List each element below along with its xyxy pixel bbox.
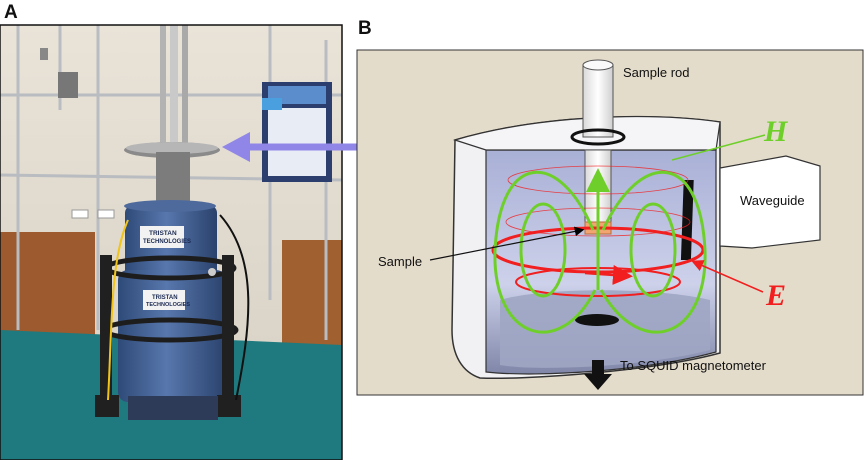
h-field-lines [493, 168, 707, 334]
floor-hole [575, 314, 619, 326]
dewar-base [128, 396, 218, 420]
photo-border [0, 24, 343, 460]
nameplate-line1: TRISTAN [149, 230, 177, 237]
poster-header [268, 86, 326, 104]
wall-box [58, 72, 78, 98]
poster-light [268, 108, 326, 176]
panel-b-diagram: Sample rod Waveguide Sample To SQUID mag… [356, 49, 864, 396]
label-waveguide: Waveguide [740, 193, 805, 208]
label-sample-rod: Sample rod [623, 65, 689, 80]
h-pointer [671, 134, 766, 161]
poster-blue-box [262, 98, 282, 110]
socket-2 [71, 209, 89, 219]
e-pointer [691, 260, 764, 293]
panel-a-photo: TRISTAN TECHNOLOGIES TRISTAN TECHNOLOGIE… [0, 24, 343, 460]
socket-1 [97, 209, 115, 219]
wall-socket [40, 48, 48, 60]
label-sample: Sample [378, 254, 422, 269]
panel-b-letter: B [358, 18, 372, 39]
label-e-field: E [765, 279, 786, 312]
label-h-field: H [763, 115, 789, 148]
black-cable [219, 214, 250, 401]
insert-rods [160, 25, 188, 145]
squid-arrow [584, 360, 612, 390]
side-label-line1: TRISTAN [152, 295, 178, 301]
nameplate-line2: TECHNOLOGIES [143, 239, 191, 245]
sample-rod-top [582, 64, 614, 138]
waveguide [719, 155, 821, 249]
panel-a-letter: A [4, 2, 18, 23]
yellow-cable [107, 219, 129, 401]
nameplate [140, 226, 184, 248]
valve [208, 268, 216, 276]
sample-pointer [429, 226, 585, 261]
side-label [143, 290, 185, 310]
label-to-squid: To SQUID magnetometer [620, 358, 767, 373]
side-label-line2: TECHNOLOGIES [146, 302, 190, 308]
rod-entry-ring [570, 128, 626, 146]
